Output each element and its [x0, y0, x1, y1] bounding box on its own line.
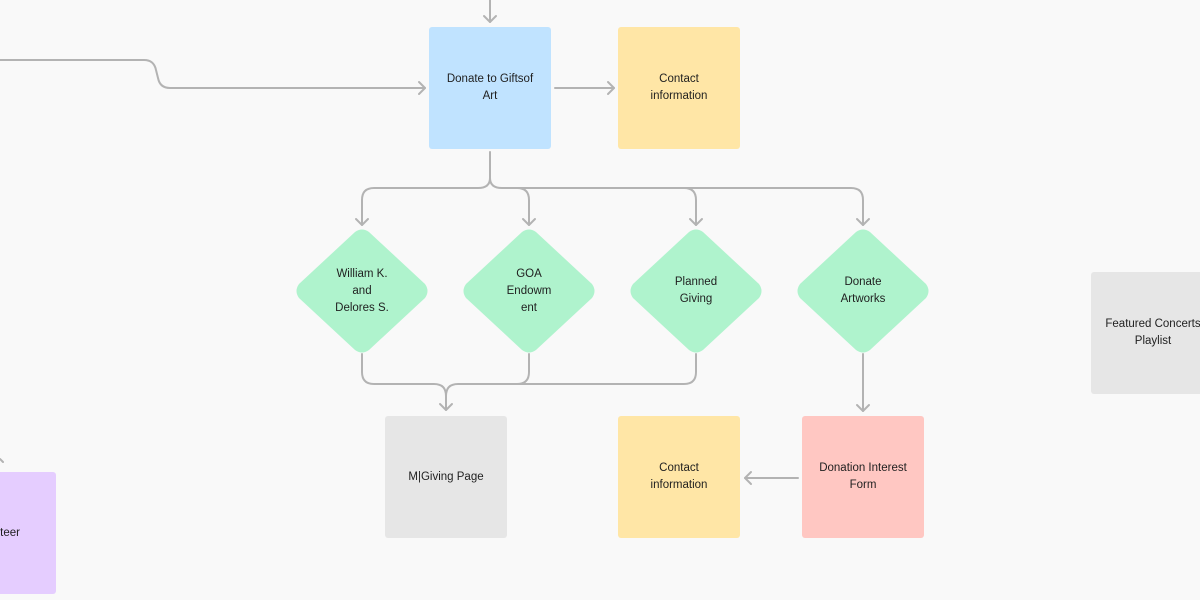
node-label: GOA Endowm ent — [506, 267, 552, 314]
node-label: Contact information — [650, 73, 708, 102]
connector-goa-to-mgiving — [445, 353, 530, 397]
connector-william-to-mgiving — [361, 353, 447, 411]
arrowhead-top-to-donate — [483, 15, 497, 23]
connector-left-to-donate — [0, 59, 426, 89]
diamond-shape — [463, 229, 595, 353]
node-label: Contact information — [650, 462, 708, 491]
node-contact-information-top[interactable]: Contact information — [618, 27, 740, 149]
connector-branch-goa — [489, 177, 530, 226]
arrowhead-donate-to-contact — [607, 81, 615, 95]
node-label: M|Giving Page — [408, 470, 484, 483]
node-label: Donate to Giftsof Art — [446, 73, 534, 102]
diamond-shape — [797, 229, 929, 353]
arrowhead-artworks — [856, 218, 870, 226]
diamond-shape — [630, 229, 762, 353]
node-label: Donate Artworks — [840, 276, 886, 305]
arrowhead-william — [355, 218, 369, 226]
arrowhead-contact-bottom — [744, 471, 752, 485]
node-goa-endowment[interactable]: GOA Endowm ent — [461, 229, 597, 353]
connector-branch-artworks — [683, 187, 864, 226]
node-volunteer-partial[interactable]: teer — [0, 472, 56, 594]
node-planned-giving[interactable]: Planned Giving — [628, 229, 764, 353]
node-donate-to-gifts-of-art[interactable]: Donate to Giftsof Art — [429, 27, 551, 149]
arrowhead-left-to-donate — [418, 81, 426, 95]
node-mgiving-page[interactable]: M|Giving Page — [385, 416, 507, 538]
arrowhead-planned — [689, 218, 703, 226]
diamond-shape — [296, 229, 428, 353]
connector-planned-to-mgiving — [516, 353, 697, 385]
arrowhead-interest — [856, 404, 870, 412]
connector-donate-branch — [361, 151, 491, 226]
node-label: Donation Interest Form — [819, 462, 907, 491]
arrowhead-goa — [522, 218, 536, 226]
node-label: William K. and Delores S. — [335, 267, 389, 314]
connector-branch-planned — [516, 187, 697, 226]
node-william-and-delores[interactable]: William K. and Delores S. — [294, 229, 430, 353]
connector-left-partial — [0, 458, 4, 463]
node-label: Planned Giving — [674, 276, 718, 305]
node-featured-concerts-playlist[interactable]: Featured Concerts Playlist — [1091, 272, 1200, 394]
node-donate-artworks[interactable]: Donate Artworks — [795, 229, 931, 353]
arrowhead-mgiving — [439, 403, 453, 411]
node-label: teer — [0, 526, 20, 539]
node-label: Featured Concerts Playlist — [1105, 318, 1200, 347]
node-donation-interest-form[interactable]: Donation Interest Form — [802, 416, 924, 538]
node-contact-information-bottom[interactable]: Contact information — [618, 416, 740, 538]
